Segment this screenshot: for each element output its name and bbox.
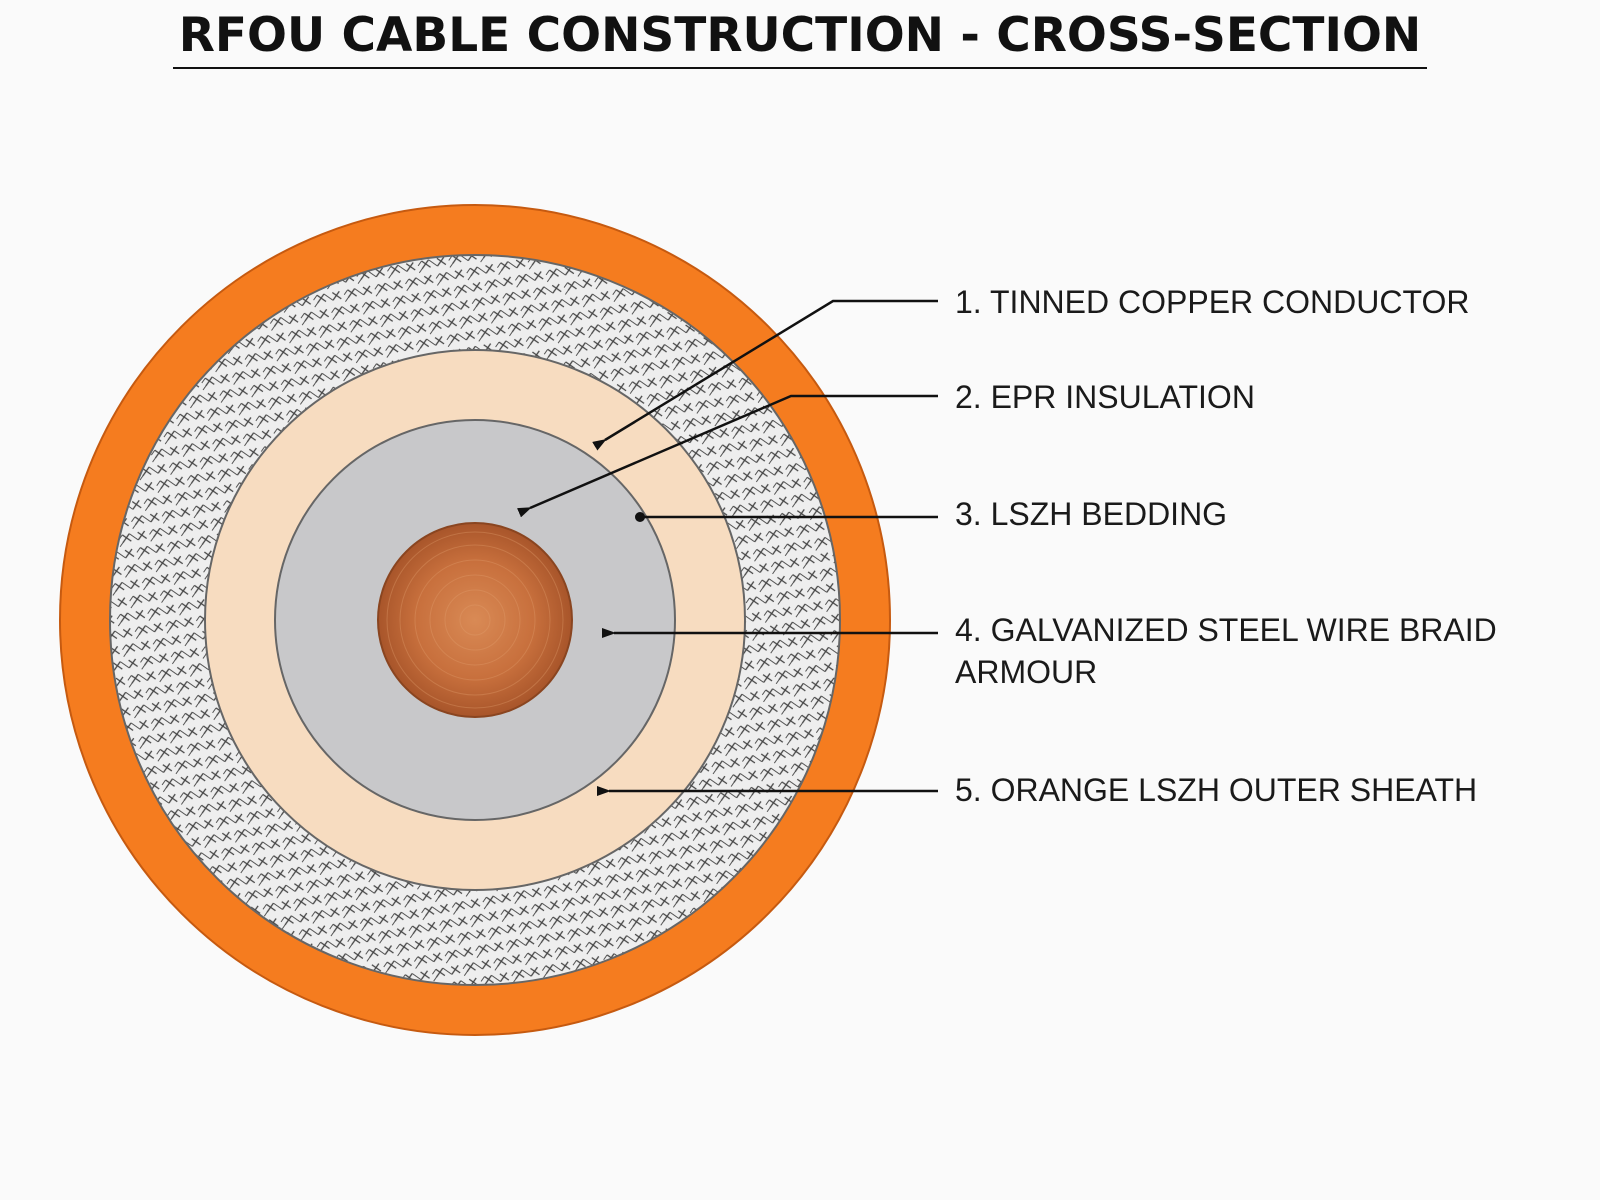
leader-line-2 bbox=[517, 394, 938, 518]
copper-conductor bbox=[377, 522, 573, 718]
title-underline bbox=[173, 67, 1427, 69]
label-insulation: 2. EPR INSULATION bbox=[955, 379, 1255, 415]
leader-line-1 bbox=[592, 299, 938, 451]
label-braid-armour: 4. GALVANIZED STEEL WIRE BRAID ARMOUR bbox=[955, 612, 1497, 690]
label-conductor: 1. TINNED COPPER CONDUCTOR bbox=[955, 284, 1470, 320]
leader-dot-3 bbox=[635, 512, 645, 522]
label-outer-sheath: 5. ORANGE LSZH OUTER SHEATH bbox=[955, 772, 1478, 808]
page-title: RFOU CABLE CONSTRUCTION - CROSS-SECTION bbox=[178, 8, 1422, 63]
label-bedding: 3. LSZH BEDDING bbox=[955, 496, 1228, 532]
leader-lines bbox=[517, 299, 938, 796]
conductor-strand-rings bbox=[386, 531, 564, 709]
